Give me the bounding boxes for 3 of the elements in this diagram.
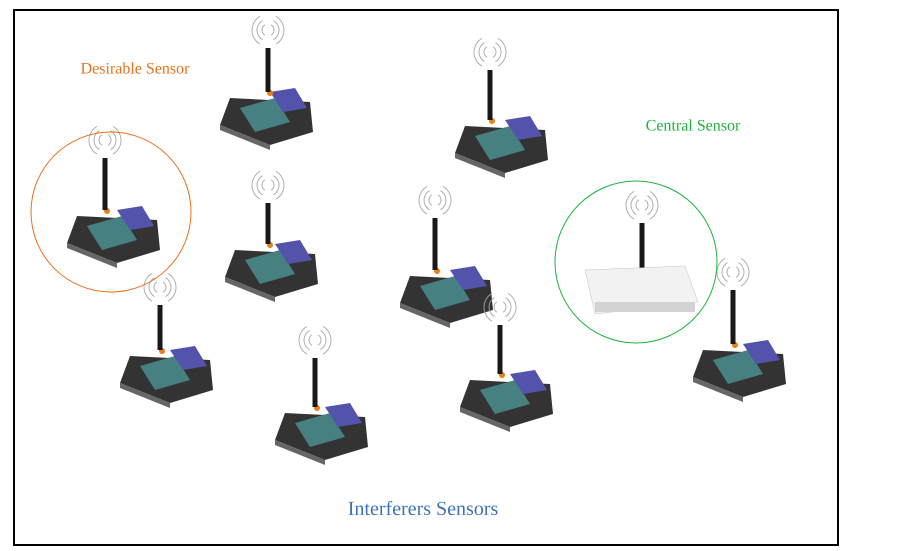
caption-text: Interferers Sensors [348, 500, 498, 516]
node-label: Central Sensor [646, 119, 740, 131]
node-label: Desirable Sensor [81, 62, 190, 74]
